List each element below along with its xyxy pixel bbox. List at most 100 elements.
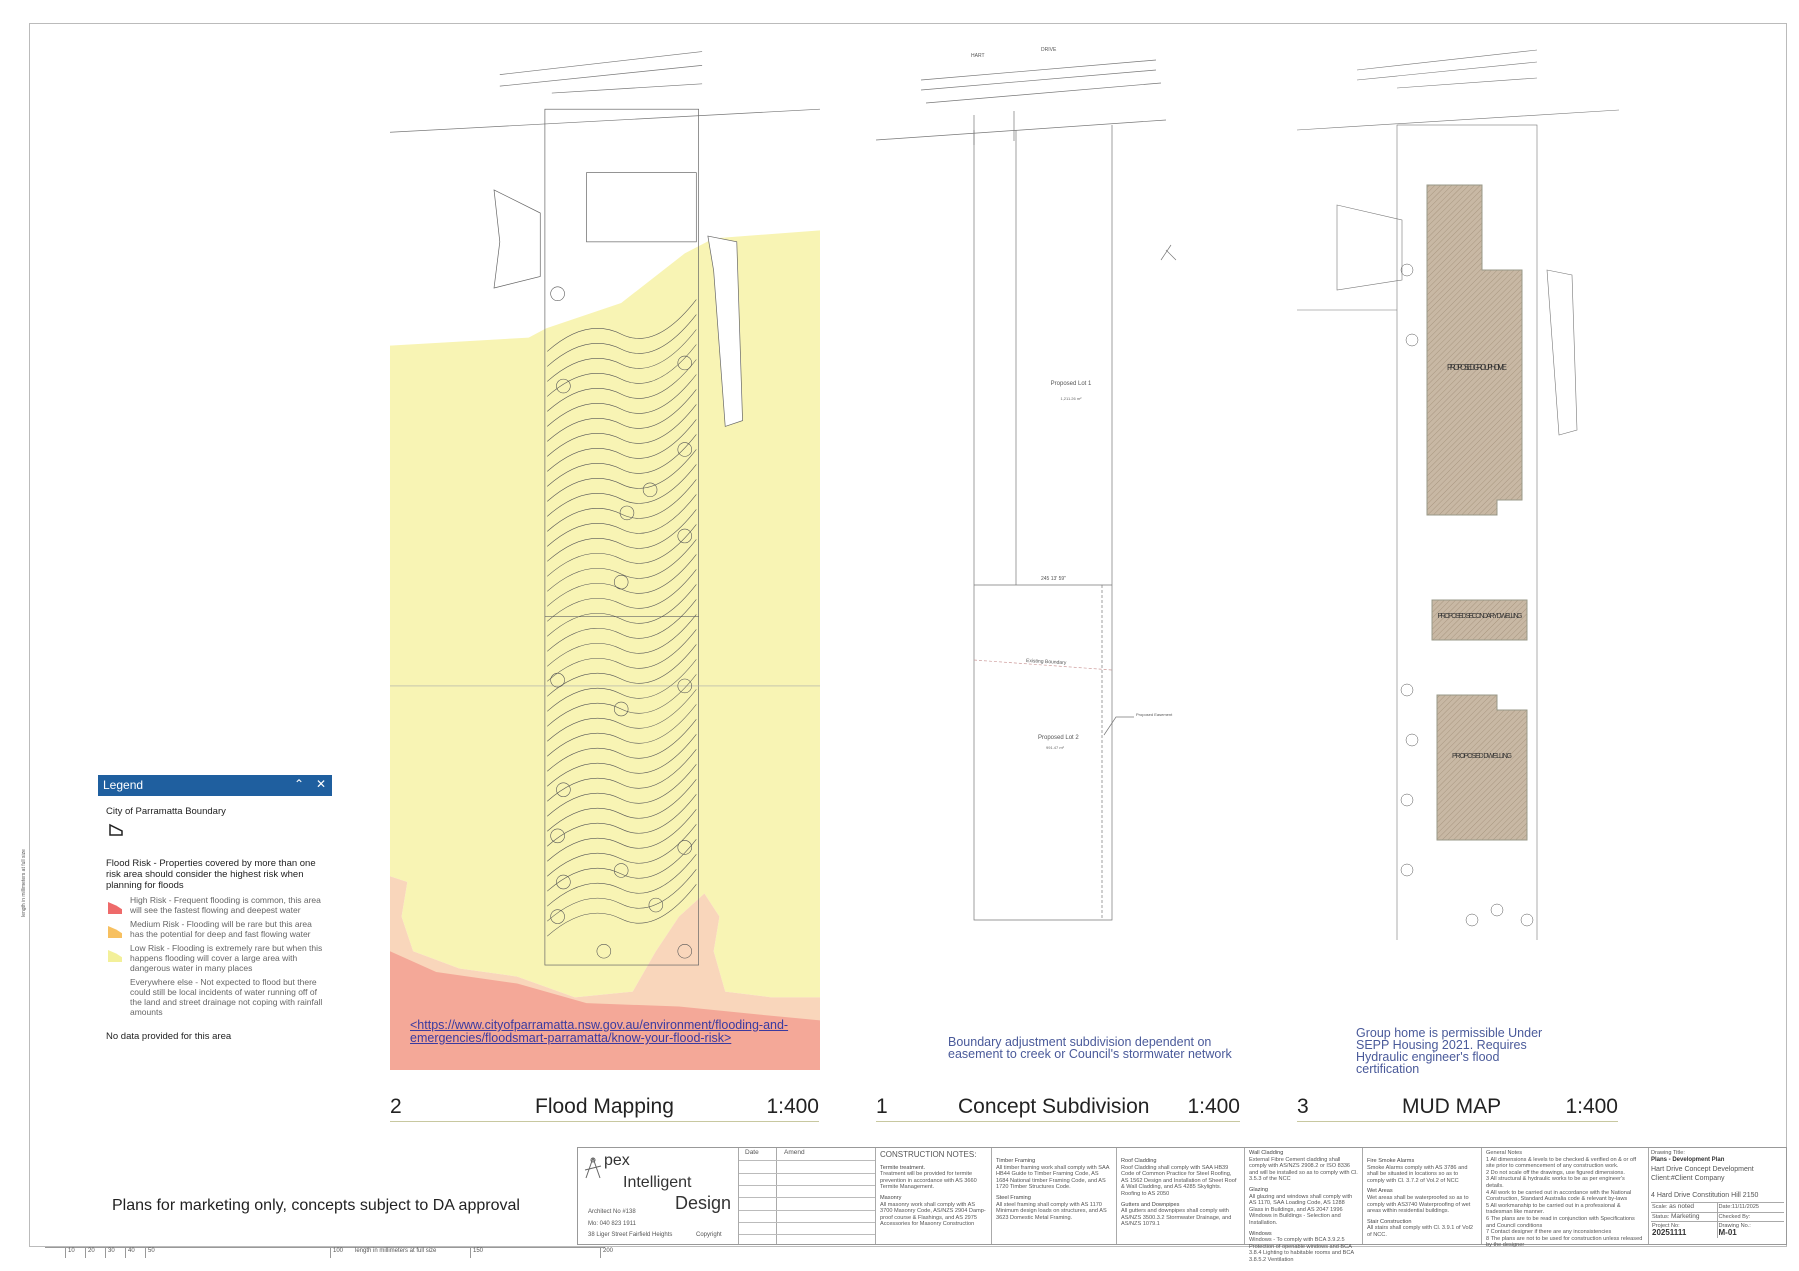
legend-item-text: Medium Risk - Flooding will be rare but … <box>130 919 312 939</box>
note-title: Wet Areas <box>1367 1188 1393 1195</box>
note-title: Masonry <box>880 1194 902 1201</box>
contour-line <box>547 764 697 817</box>
general-notes-heading: General Notes <box>1486 1150 1523 1156</box>
tree-icon <box>613 701 629 717</box>
view-title-mud-map: 3 MUD MAP 1:400 <box>1297 1094 1618 1122</box>
tree-icon <box>677 528 692 544</box>
contour-line <box>547 329 697 382</box>
amend-row <box>739 1221 875 1223</box>
street-label: DRIVE <box>1041 47 1057 53</box>
legend-item-text: High Risk - Frequent flooding is common,… <box>130 895 321 915</box>
bearing-label: 245 13' 59" <box>1041 576 1066 582</box>
tree-icon <box>619 505 635 521</box>
note-body: All gutters and downpipes shall comply w… <box>1121 1208 1232 1228</box>
tree-icon <box>613 574 629 590</box>
legend-panel: Legend ⌃ ✕ City of Parramatta Boundary F… <box>98 775 332 1067</box>
lot1-label: Proposed Lot 1 <box>1051 381 1092 387</box>
contour-line <box>547 644 697 697</box>
scale-caption: length in millimeters at full size <box>355 1248 437 1254</box>
scale-value: as noted <box>1669 1203 1695 1211</box>
lot1-area: 1,211.26 m² <box>1060 396 1082 401</box>
flood-mapping-plan <box>390 40 820 1070</box>
date-value: 11/11/2025 <box>1731 1204 1760 1211</box>
note-title: Glazing <box>1249 1186 1268 1193</box>
general-note: 1 All dimensions & levels to be checked … <box>1486 1156 1637 1170</box>
contour-line <box>547 314 697 367</box>
note-body: Smoke Alarms comply with AS 3786 and sha… <box>1367 1164 1468 1184</box>
contour-line <box>547 794 697 847</box>
tree-icon <box>1520 913 1534 927</box>
tree-icon <box>648 897 664 913</box>
amend-row <box>739 1172 875 1174</box>
view-title: Concept Subdivision <box>958 1095 1150 1118</box>
note-title: Termite treatment. <box>880 1164 926 1171</box>
tree-icon <box>550 909 565 924</box>
copyright: Copyright <box>696 1232 722 1238</box>
tree-icon <box>1405 733 1419 747</box>
collapse-chevron-icon[interactable]: ⌃ <box>293 777 304 791</box>
date-header: Date <box>745 1149 759 1156</box>
general-note: 6 The plans are to be read in conjunctio… <box>1486 1215 1635 1229</box>
amend-row <box>739 1160 875 1162</box>
legend-item: High Risk - Frequent flooding is common,… <box>106 895 324 915</box>
flood-high-risk-area <box>390 951 820 1070</box>
scale-tick: 30 <box>105 1248 115 1258</box>
note-title: Timber Framing <box>996 1158 1036 1164</box>
tree-icon <box>556 874 571 890</box>
no-data-label: No data provided for this area <box>106 1031 232 1042</box>
drawing-title: Plans - Development Plan <box>1651 1156 1725 1163</box>
lot2-area: 991.47 m² <box>1046 745 1065 750</box>
vertical-scale-bar: length in millimeters at full size <box>20 650 30 1240</box>
note-title: Gutters and Downpipes <box>1121 1201 1180 1208</box>
scale-tick: 100 <box>330 1248 343 1258</box>
client-name: Client:#Client Company <box>1651 1175 1725 1183</box>
note-title: Steel Framing <box>996 1194 1031 1201</box>
contour-line <box>547 509 697 562</box>
easement-label: Proposed Easement <box>1136 712 1173 717</box>
contour-line <box>547 779 697 832</box>
notes-col-1: CONSTRUCTION NOTES: Termite treatment.Tr… <box>876 1148 992 1244</box>
amend-row <box>739 1184 875 1186</box>
contour-line <box>547 584 697 637</box>
contour-line <box>547 704 697 757</box>
project-no: 20251111 <box>1652 1227 1687 1237</box>
legend-item: Everywhere else - Not expected to flood … <box>106 977 324 1017</box>
contour-line <box>547 749 697 802</box>
contour-line <box>547 359 697 412</box>
contour-line <box>547 689 697 742</box>
legend-item: Low Risk - Flooding is extremely rare bu… <box>106 943 324 973</box>
status-value: Marketing <box>1670 1212 1700 1220</box>
close-icon[interactable]: ✕ <box>315 777 326 791</box>
view-number: 2 <box>390 1095 402 1118</box>
contour-line <box>547 569 697 622</box>
amendments-table: Date Amend <box>739 1148 876 1244</box>
amend-header: Amend <box>784 1149 805 1156</box>
scale-tick: 40 <box>125 1248 135 1258</box>
scale-tick: 20 <box>85 1248 95 1258</box>
note-body: All timber framing work shall comply wit… <box>996 1164 1110 1191</box>
contour-line <box>547 539 697 592</box>
contour-line <box>547 659 697 712</box>
tree-icon <box>1405 333 1419 347</box>
tree-icon <box>1465 913 1479 927</box>
contour-line <box>547 809 697 862</box>
general-note: 7 Contact designer if there are any inco… <box>1486 1229 1612 1236</box>
checked-by-label: Checked By: <box>1718 1213 1751 1220</box>
general-note: 4 All work to be carried out in accordan… <box>1486 1189 1632 1203</box>
tree-icon <box>556 782 571 797</box>
existing-boundary-label: Existing Boundary <box>1026 658 1067 666</box>
contour-line <box>547 674 697 727</box>
legend-swatch-icon <box>108 902 122 914</box>
tree-icon <box>550 286 565 301</box>
grouphome-label: PROPOSED GROUPHOME <box>1447 363 1507 372</box>
flood-risk-link[interactable]: <https://www.cityofparramatta.nsw.gov.au… <box>410 1018 789 1045</box>
construction-notes-heading: CONSTRUCTION NOTES: <box>880 1150 977 1159</box>
street-label: HART <box>971 53 985 59</box>
note-body: Windows - To comply with BCA 3.9.2.5 Pro… <box>1249 1237 1354 1263</box>
